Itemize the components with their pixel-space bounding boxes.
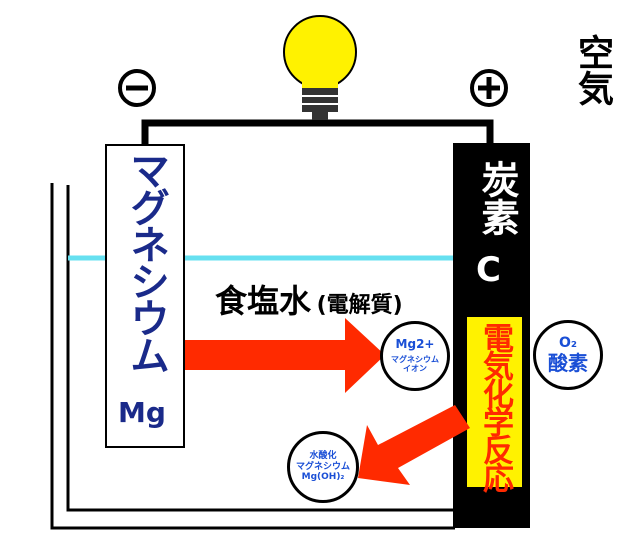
mg-ion-name-2: イオン [403,364,427,374]
container-inner [66,185,455,512]
light-bulb-icon [283,15,357,120]
electrolyte-note: (電解質) [316,293,403,318]
hydroxide-line2: マグネシウム [295,461,350,472]
container-outer [50,183,455,530]
electrolyte-name: 食塩水 [215,282,312,320]
reaction-box [467,317,522,487]
minus-terminal-icon [118,69,156,107]
plus-terminal-icon [470,69,508,107]
air-label: 空気 [572,34,613,106]
magnesium-electrode [105,144,185,448]
mg-ion-name: マグネシウム [391,355,439,365]
carbon-symbol: C [476,250,501,290]
oxygen-circle: O₂ 酸素 [533,320,603,390]
reaction-label: 電気化学反応 [477,322,513,490]
mg-ion-formula: Mg2+ [395,337,435,352]
magnesium-name: マグネシウム [123,150,169,372]
oxygen-name: 酸素 [548,350,588,375]
wire [141,119,494,145]
carbon-name: 炭素 [475,160,519,236]
arrow-hydroxide [358,405,470,485]
electrolyte-label: 食塩水 (電解質) [215,276,403,322]
hydroxide-circle: 水酸化 マグネシウム Mg(OH)₂ [287,431,359,503]
oxygen-formula: O₂ [558,335,578,352]
hydroxide-line1: 水酸化 [309,451,337,462]
magnesium-symbol: Mg [118,396,166,429]
mg-ion-circle: Mg2+ マグネシウム イオン [380,321,450,391]
arrow-mg-ion [185,318,385,393]
hydroxide-formula: Mg(OH)₂ [301,472,345,483]
